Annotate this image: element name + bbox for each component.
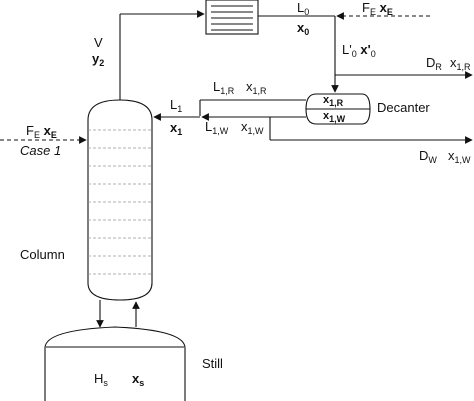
l1w-comp-label: x1,W bbox=[241, 119, 264, 136]
dr-label: DR bbox=[426, 55, 442, 72]
reflux-label: L0 bbox=[297, 0, 309, 17]
side-feed-label: FE xE bbox=[26, 123, 57, 140]
dw-label: DW bbox=[419, 148, 437, 165]
reflux-mod-label: L'0 x'0 bbox=[342, 42, 376, 59]
distillation-column bbox=[87, 99, 153, 301]
vapor-line bbox=[119, 10, 205, 100]
column-still-lines bbox=[96, 300, 140, 328]
l1r-label: L1,R bbox=[213, 79, 235, 96]
still-label: Still bbox=[202, 356, 223, 371]
decanter-top-comp: x1,R bbox=[323, 94, 344, 108]
case-label: Case 1 bbox=[20, 143, 61, 158]
l1-label: L1 bbox=[170, 97, 182, 114]
dw-product-line bbox=[269, 117, 473, 144]
l1w-label: L1,W bbox=[205, 119, 229, 136]
decanter-vessel bbox=[305, 93, 371, 125]
still-holdup-label: Hs bbox=[94, 371, 108, 388]
column-label: Column bbox=[20, 247, 65, 262]
vapor-label: V bbox=[94, 35, 103, 50]
l1-comp-label: x1 bbox=[170, 120, 182, 137]
dw-comp-label: x1,W bbox=[448, 148, 471, 165]
top-feed-label: FE xE bbox=[362, 0, 393, 17]
condenser bbox=[205, 0, 259, 35]
dr-comp-label: x1,R bbox=[450, 55, 471, 72]
l1r-line bbox=[199, 99, 306, 116]
reflux-comp-label: x0 bbox=[297, 20, 309, 37]
still-vessel bbox=[44, 326, 186, 401]
vapor-comp-label: y2 bbox=[92, 51, 104, 68]
still-comp-label: xs bbox=[132, 371, 144, 388]
decanter-bottom-comp: x1,W bbox=[323, 110, 346, 124]
l1r-comp-label: x1,R bbox=[246, 79, 267, 96]
decanter-label: Decanter bbox=[377, 100, 430, 115]
reflux-line bbox=[258, 15, 339, 93]
